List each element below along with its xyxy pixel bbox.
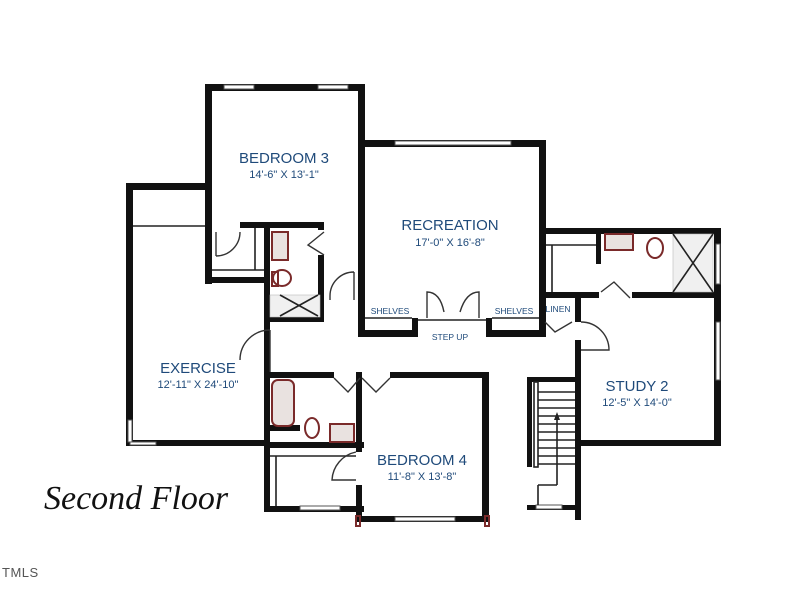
- room-name-bedroom3: BEDROOM 3: [239, 150, 329, 167]
- room-dim-bedroom4: 11'-8" X 13'-8": [388, 471, 457, 483]
- toilet-icon: [646, 237, 664, 259]
- room-dim-study2: 12'-5" X 14'-0": [602, 397, 672, 409]
- watermark: TMLS: [2, 565, 39, 580]
- windows: [127, 84, 721, 522]
- step-up-label: STEP UP: [432, 332, 469, 342]
- sink-icon: [329, 423, 355, 443]
- room-dim-recreation: 17'-0" X 16'-8": [415, 237, 485, 249]
- toilet-icon: [304, 417, 320, 439]
- bath-fixtures: [269, 231, 714, 527]
- room-name-study2: STUDY 2: [605, 378, 668, 395]
- shelves-right-label: SHELVES: [495, 306, 534, 316]
- room-labels: BEDROOM 3 14'-6" X 13'-1" RECREATION 17'…: [158, 150, 672, 483]
- sink-icon: [604, 233, 634, 251]
- thin-lines: [133, 225, 596, 506]
- staircase: [533, 381, 575, 505]
- room-name-bedroom4: BEDROOM 4: [377, 452, 467, 469]
- sink-icon: [271, 231, 289, 261]
- bathtub-icon: [271, 379, 295, 427]
- linen-label: LINEN: [545, 304, 570, 314]
- floor-title: Second Floor: [44, 480, 229, 517]
- room-dim-exercise: 12'-11" X 24'-10": [158, 379, 239, 391]
- room-name-recreation: RECREATION: [401, 217, 498, 234]
- doors: [215, 231, 631, 481]
- shelves-left-label: SHELVES: [371, 306, 410, 316]
- room-name-exercise: EXERCISE: [160, 360, 236, 377]
- room-dim-bedroom3: 14'-6" X 13'-1": [249, 169, 319, 181]
